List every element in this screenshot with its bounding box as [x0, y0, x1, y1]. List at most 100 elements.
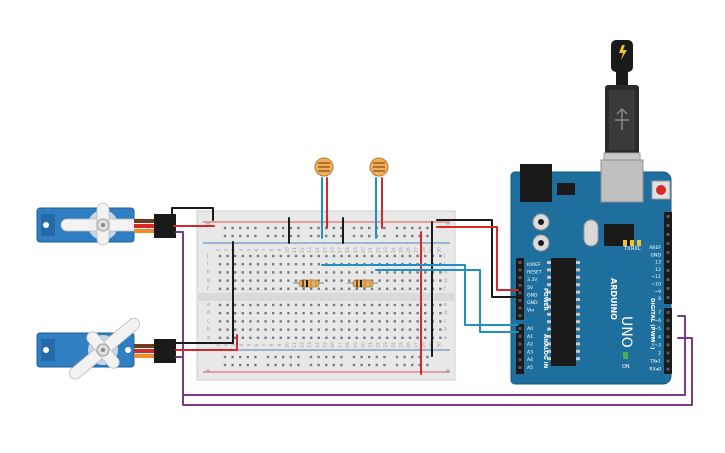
column-number: 8 [269, 248, 275, 251]
row-letter: h [444, 269, 447, 275]
arduino-brand: ARDUINO [609, 278, 618, 320]
column-number: 7 [262, 343, 268, 346]
header-holes [518, 215, 670, 371]
column-number: 11 [292, 342, 298, 348]
servo-top[interactable] [36, 202, 176, 246]
digital-header-top[interactable] [664, 212, 672, 304]
column-number: 20 [360, 342, 366, 348]
resistor-2[interactable] [347, 279, 378, 288]
column-number: 30 [436, 247, 442, 253]
led-label-rx: RX [631, 246, 638, 252]
column-number: 7 [262, 248, 268, 251]
row-letter: f [207, 286, 209, 292]
column-number: 17 [338, 247, 344, 253]
column-number: 21 [368, 342, 374, 348]
column-number: 23 [383, 247, 389, 253]
wire-servo-top-gnd[interactable] [171, 207, 214, 221]
column-number: 27 [414, 342, 420, 348]
wire-servo-bottom-signal[interactable] [175, 337, 693, 406]
wire-signal-a1[interactable] [375, 269, 519, 333]
wire-gnd-to-arduino[interactable] [436, 219, 519, 298]
wire-servo-top-signal[interactable] [175, 231, 686, 396]
chip-pins [547, 261, 580, 361]
column-number: 14 [315, 342, 321, 348]
row-letter: a [207, 335, 210, 341]
column-number: 26 [406, 247, 412, 253]
column-number: 14 [315, 247, 321, 253]
digital-pin-label: GND [650, 252, 661, 258]
reset-button-cap[interactable] [656, 185, 666, 195]
column-number: 28 [421, 247, 427, 253]
row-letter: b [444, 327, 447, 333]
column-number: 28 [421, 342, 427, 348]
row-letter: e [207, 302, 210, 308]
analog-header-title: ANALOG IN [542, 334, 548, 369]
power-header[interactable] [516, 258, 524, 320]
center-channel [197, 293, 455, 301]
column-number: 24 [391, 342, 397, 348]
atmega-chip [551, 258, 576, 366]
column-number: 18 [345, 342, 351, 348]
column-number: 4 [239, 248, 245, 251]
power-pin-label: GND [527, 292, 538, 298]
digital-header-bottom[interactable] [664, 308, 672, 374]
photoresistor-1[interactable] [314, 157, 334, 177]
column-number: 1 [216, 248, 222, 251]
row-letter: j [443, 253, 445, 259]
column-number: 21 [368, 247, 374, 253]
led-label-l: L [638, 246, 641, 252]
photoresistor-2[interactable] [369, 157, 389, 177]
servo-bottom[interactable] [36, 304, 176, 394]
on-label: ON [622, 364, 630, 370]
column-number: 10 [284, 342, 290, 348]
analog-pin-label: A1 [527, 334, 533, 340]
digital-pin-label: 13 [655, 260, 661, 266]
column-number: 16 [330, 342, 336, 348]
servo-connector[interactable] [154, 339, 176, 363]
plus-sign: + [445, 367, 451, 375]
analog-pin-label: A5 [527, 365, 533, 371]
column-number: 13 [307, 342, 313, 348]
power-pin-label: GND [527, 300, 538, 306]
power-pin-label: IOREF [527, 262, 541, 268]
column-number: 4 [239, 343, 245, 346]
column-number: 20 [360, 247, 366, 253]
analog-pin-label: A0 [527, 326, 533, 332]
digital-pin-label: ~9 [654, 289, 661, 295]
column-number: 25 [398, 342, 404, 348]
digital-header-title: DIGITAL (PWM~) [649, 298, 655, 350]
wire-signal-a0[interactable] [321, 264, 519, 326]
digital-pin-label: 12 [655, 267, 661, 273]
column-number: 15 [322, 342, 328, 348]
digital-pin-label: ~10 [651, 282, 661, 288]
row-letter: j [206, 253, 208, 259]
analog-header[interactable] [516, 324, 524, 374]
power-pin-label: Vin [527, 308, 534, 314]
wire-servo-bottom-power[interactable] [175, 334, 238, 351]
column-number: 12 [300, 247, 306, 253]
column-number: 19 [353, 342, 359, 348]
wire-5v-to-arduino[interactable] [436, 226, 519, 291]
wires[interactable] [171, 177, 693, 406]
servo-connector[interactable] [154, 214, 176, 238]
digital-pin-label: RX◂0 [649, 367, 661, 373]
column-number: 22 [376, 342, 382, 348]
wire-servo-bottom-gnd[interactable] [175, 241, 234, 344]
row-letter: d [207, 310, 210, 316]
arduino-uno-board[interactable]: TX RX L ON ARDUINO UNO POWER ANALOG IN D… [510, 159, 672, 385]
column-number: 3 [231, 343, 237, 346]
analog-pin-label: A3 [527, 349, 533, 355]
column-number: 8 [269, 343, 275, 346]
row-letter: a [444, 335, 447, 341]
column-number: 5 [246, 248, 252, 251]
digital-pin-label: ~5 [654, 326, 661, 332]
column-number: 12 [300, 342, 306, 348]
column-number: 22 [376, 247, 382, 253]
power-pin-label: RESET [527, 270, 542, 276]
resistor-1[interactable] [293, 279, 324, 288]
analog-pin-label: A2 [527, 342, 533, 348]
